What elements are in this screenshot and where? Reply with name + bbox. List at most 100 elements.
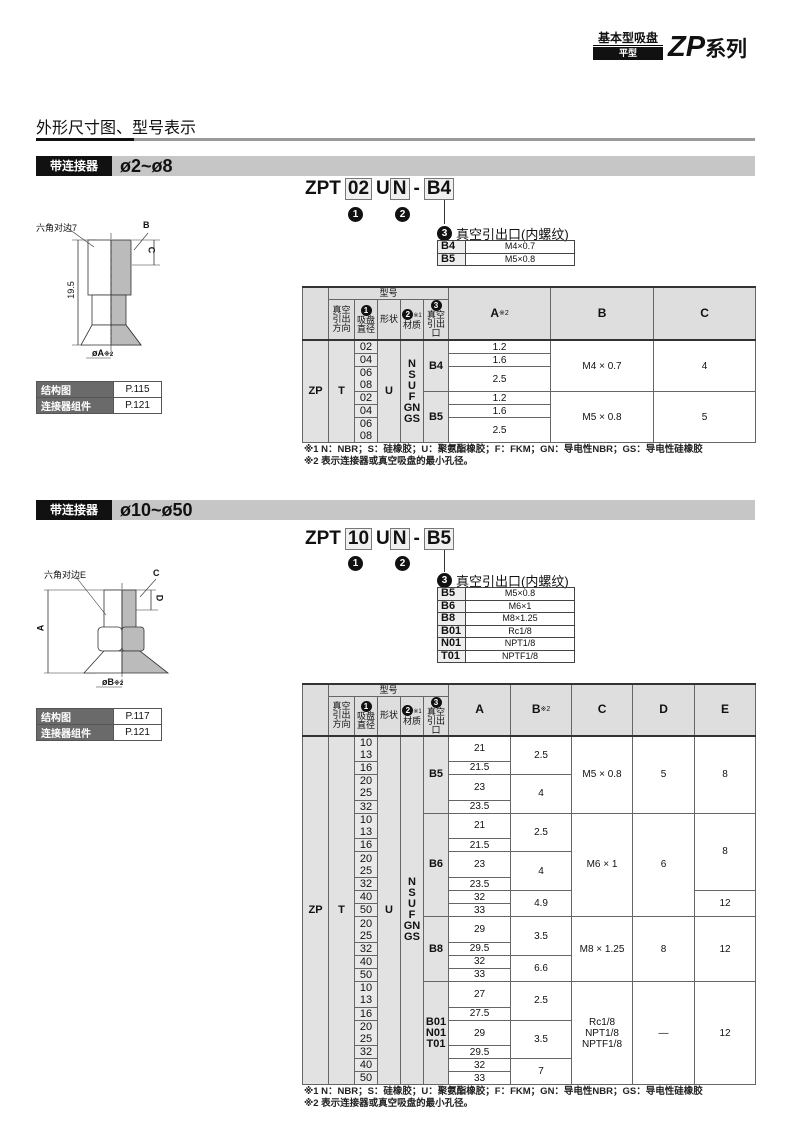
port-code: T01	[437, 649, 466, 663]
size-cell: 32	[354, 941, 378, 956]
ref-page-link[interactable]: P.121	[113, 397, 162, 414]
size-cell: 06 08	[354, 417, 378, 444]
a-value: 32	[448, 1058, 512, 1073]
dimension-label: B	[531, 702, 541, 717]
size-cell: 32	[354, 1045, 378, 1060]
suction-cup-drawing	[44, 576, 170, 688]
subheader-label: 材质	[402, 319, 421, 330]
size-cell: 04	[354, 353, 378, 367]
note-2: ※2 表示连接器或真空吸盘的最小孔径。	[304, 456, 474, 467]
c-label: C	[146, 246, 157, 254]
a-value: 33	[448, 1071, 512, 1086]
port-thread: M5×0.8	[465, 587, 575, 601]
dimension-drawing-2: 六角对边E C D A øB※2	[35, 565, 176, 695]
ref-page-link[interactable]: P.121	[113, 724, 162, 741]
size-cell: 16	[354, 760, 378, 775]
dimension-header-c: C	[653, 286, 757, 341]
size-cell: 06 08	[354, 365, 378, 393]
dia-label: øB※2	[102, 677, 124, 687]
note-mark: ※1	[413, 709, 422, 715]
b-value: 4	[510, 851, 573, 892]
marker-3: 3	[437, 226, 452, 241]
a-value: 1.2	[448, 391, 552, 406]
marker-2: 2	[395, 556, 410, 571]
b-value: M5 × 0.8	[550, 391, 655, 444]
port-code: B6	[437, 599, 466, 613]
a-value: 23.5	[448, 799, 512, 814]
d-value: 5	[632, 734, 696, 814]
code-port: B4	[423, 178, 455, 200]
size-cell: 10 13	[354, 734, 378, 762]
ref-page-link[interactable]: P.115	[113, 381, 162, 398]
size-cell: 16	[354, 1006, 378, 1021]
notes-1: ※1 N：NBR；S：硅橡胶；U：聚氨酯橡胶；F：FKM；GN：导电性NBR；G…	[304, 444, 703, 468]
size-cell: 02	[354, 339, 378, 354]
b-value: 2.5	[510, 980, 573, 1021]
size-cell: 40	[354, 1058, 378, 1073]
a-value: 21.5	[448, 760, 512, 775]
subheader-direction: 真空 引出 方向	[328, 298, 355, 341]
marker-2: 2	[395, 207, 410, 222]
band-section-2: 带连接器 ø10~ø50	[36, 500, 755, 520]
port-code: N01	[437, 637, 466, 651]
marker-icon: 1	[360, 701, 372, 712]
subtype-badge: 平型	[593, 47, 663, 60]
dimension-header-a: A※2	[448, 286, 552, 341]
series-title: ZP系列	[668, 30, 747, 67]
subheader-label: 材质	[402, 716, 421, 726]
port-cell: B4	[422, 339, 450, 393]
marker-icon: 3	[430, 696, 442, 708]
marker-icon: 2	[402, 705, 414, 716]
size-cell: 20 25	[354, 773, 378, 801]
note-mark: ※1	[413, 312, 422, 319]
material-cell: N S U F GN GS	[400, 734, 424, 1086]
ref-page-link[interactable]: P.117	[113, 708, 162, 725]
b-value: 4.9	[510, 890, 573, 918]
dimension-label: D	[659, 702, 668, 717]
d-value: 8	[632, 916, 696, 982]
port-cell: B01 N01 T01	[422, 980, 450, 1086]
subheader-label: 形状	[379, 710, 398, 720]
dia-label: øA※2	[92, 348, 114, 358]
port-code: B5	[437, 587, 466, 601]
subheader-shape: 形状	[377, 695, 401, 736]
size-cell: 50	[354, 967, 378, 982]
d-label: D	[154, 594, 165, 602]
direction-cell: T	[328, 734, 355, 1086]
dimension-note: ※2	[498, 310, 509, 317]
height-label: 19.5	[65, 281, 76, 299]
port-title-text: 真空引出口(内螺纹)	[456, 574, 569, 589]
size-cell: 40	[354, 890, 378, 905]
code-prefix: ZPT	[305, 528, 341, 549]
notes-2: ※1 N：NBR；S：硅橡胶；U：聚氨酯橡胶；F：FKM；GN：导电性NBR；G…	[304, 1086, 703, 1110]
material-cell: N S U F GN GS	[400, 339, 424, 444]
ref-label: 结构图	[36, 381, 114, 398]
subheader-label: 吸盘 直径	[356, 314, 375, 334]
a-value: 29	[448, 916, 512, 943]
port-thread: M5×0.8	[465, 252, 575, 266]
port-code: B5	[437, 252, 466, 266]
port-thread: NPT1/8	[465, 637, 575, 651]
dimension-label: B	[597, 306, 607, 320]
code-material: N	[389, 528, 410, 550]
b-value: 6.6	[510, 954, 573, 982]
category-label: 基本型吸盘	[593, 31, 663, 46]
port-cell: B5	[422, 734, 450, 814]
